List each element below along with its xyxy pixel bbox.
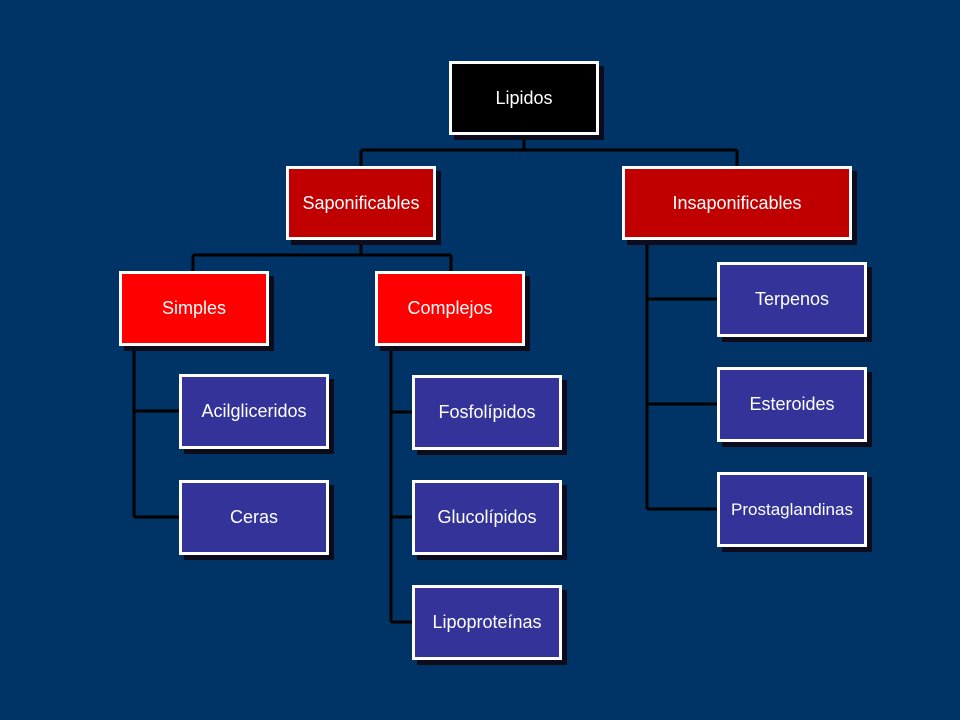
node-glucolipidos: Glucolípidos: [412, 480, 562, 555]
node-prostaglandinas: Prostaglandinas: [717, 472, 867, 547]
node-lipoproteinas: Lipoproteínas: [412, 585, 562, 660]
connector-root: [359, 133, 739, 166]
node-insaponificables-label: Insaponificables: [672, 192, 802, 213]
node-saponificables: Saponificables: [286, 166, 436, 240]
node-terpenos-label: Terpenos: [754, 289, 830, 309]
node-esteroides-label: Esteroides: [749, 394, 835, 414]
node-prostaglandinas-label: Prostaglandinas: [731, 499, 853, 519]
connector-insaponificables: [645, 238, 719, 511]
connector-complejos: [389, 345, 414, 624]
node-terpenos: Terpenos: [717, 262, 867, 337]
node-lipidos-label: Lipidos: [495, 87, 553, 108]
node-saponificables-label: Saponificables: [302, 192, 420, 213]
node-simples-label: Simples: [161, 298, 227, 318]
node-insaponificables: Insaponificables: [622, 166, 852, 240]
node-fosfolipidos-label: Fosfolípidos: [438, 402, 536, 422]
node-acilgliceridos: Acilgliceridos: [179, 374, 329, 449]
node-simples: Simples: [119, 271, 269, 346]
node-lipidos: Lipidos: [449, 61, 599, 135]
node-complejos-label: Complejos: [407, 298, 493, 318]
node-lipoproteinas-label: Lipoproteínas: [432, 612, 542, 632]
node-fosfolipidos: Fosfolípidos: [412, 375, 562, 450]
node-ceras: Ceras: [179, 480, 329, 555]
connector-simples: [132, 345, 181, 519]
node-complejos: Complejos: [375, 271, 525, 346]
node-glucolipidos-label: Glucolípidos: [437, 507, 537, 527]
connector-saponificables: [191, 238, 453, 271]
node-ceras-label: Ceras: [229, 507, 278, 527]
node-acilgliceridos-label: Acilgliceridos: [201, 401, 307, 421]
node-esteroides: Esteroides: [717, 367, 867, 442]
